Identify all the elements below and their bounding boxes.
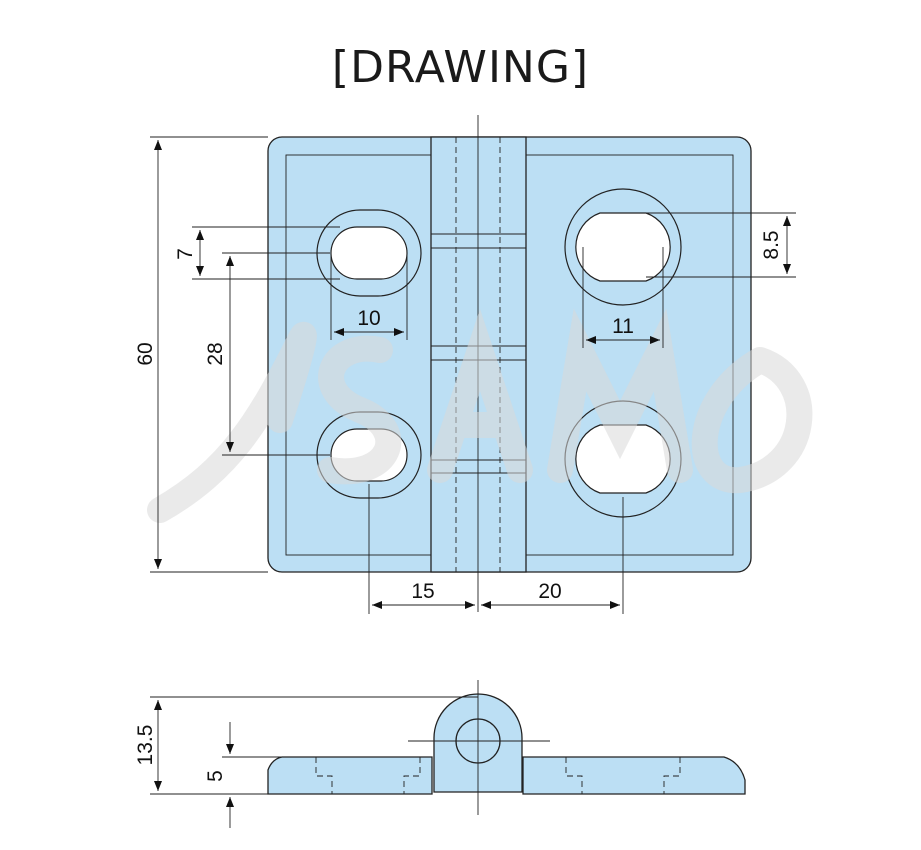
dim-28-label: 28 bbox=[204, 342, 227, 365]
dim-8-5-label: 8.5 bbox=[760, 230, 783, 259]
dim-20-label: 20 bbox=[538, 580, 561, 603]
right-leaf-side bbox=[522, 756, 746, 795]
dimension-right-slot-height: 8.5 bbox=[646, 212, 796, 278]
dim-5-label: 5 bbox=[204, 770, 227, 782]
dimension-horizontal-offsets: 15 20 bbox=[368, 484, 624, 614]
dimension-hole-spacing: 28 bbox=[204, 252, 330, 456]
dimension-side-total-height: 13.5 bbox=[134, 696, 478, 795]
left-leaf-side bbox=[267, 756, 433, 795]
dimension-overall-height: 60 bbox=[134, 136, 268, 573]
dim-60-label: 60 bbox=[134, 342, 157, 365]
dimension-side-plate-thickness: 5 bbox=[204, 722, 282, 828]
watermark-logo bbox=[147, 308, 813, 523]
dim-15-label: 15 bbox=[411, 580, 434, 603]
right-top-slot bbox=[575, 212, 671, 282]
dim-13-5-label: 13.5 bbox=[134, 725, 157, 766]
drawing-title: [DRAWING] bbox=[331, 42, 590, 93]
dim-10-label: 10 bbox=[357, 307, 380, 330]
dim-7-label: 7 bbox=[174, 248, 197, 260]
dimension-left-slot-height: 7 bbox=[174, 226, 340, 280]
left-top-slot bbox=[330, 226, 408, 280]
side-view bbox=[267, 680, 746, 815]
dim-11-label: 11 bbox=[612, 315, 634, 338]
dimension-left-slot-width: 10 bbox=[330, 250, 408, 340]
dimension-right-slot-width: 11 bbox=[582, 247, 664, 348]
